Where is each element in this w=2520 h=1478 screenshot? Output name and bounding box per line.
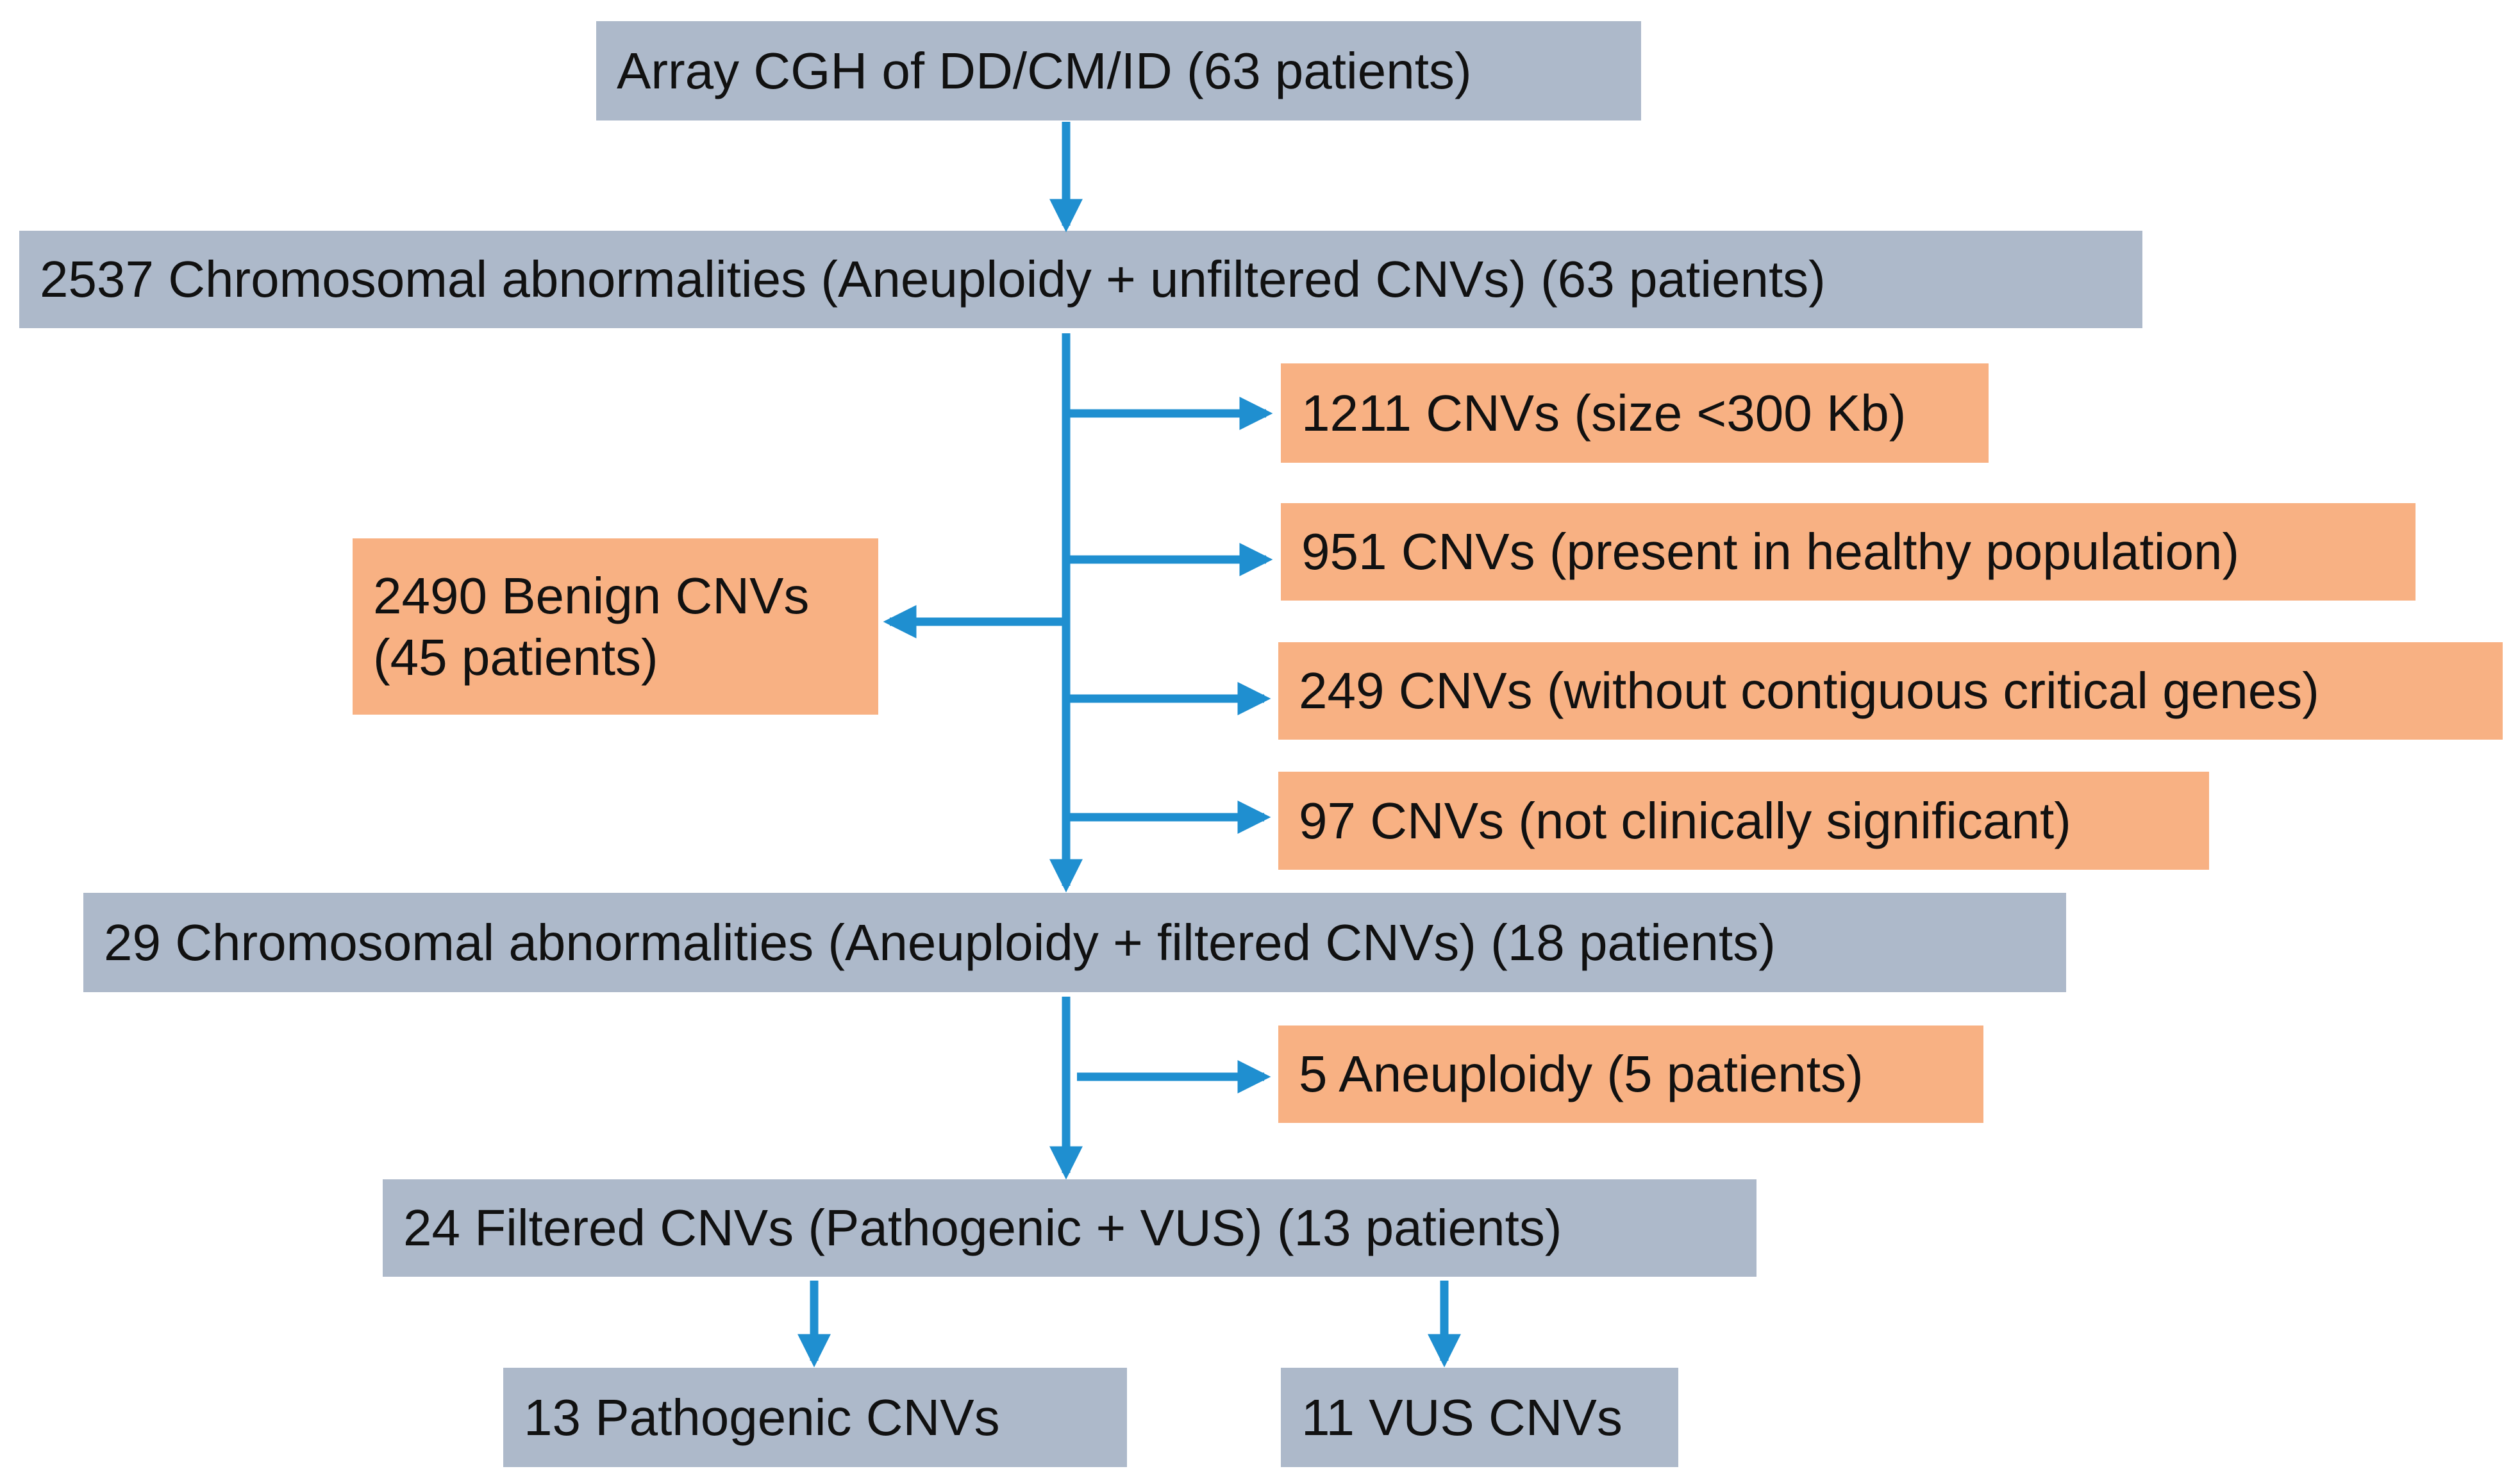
size-filter-box: 1211 CNVs (size <300 Kb) [1281, 363, 1989, 463]
unfiltered-label: 2537 Chromosomal abnormalities (Aneuploi… [40, 251, 1826, 308]
aneuploidy-label: 5 Aneuploidy (5 patients) [1299, 1045, 1864, 1102]
vus-label: 11 VUS CNVs [1301, 1388, 1623, 1446]
benign-box: 2490 Benign CNVs (45 patients) [353, 538, 878, 715]
start-box: Array CGH of DD/CM/ID (63 patients) [596, 21, 1641, 120]
healthy-filter-box: 951 CNVs (present in healthy population) [1281, 503, 2416, 601]
healthy-filter-label: 951 CNVs (present in healthy population) [1301, 523, 2240, 580]
pathogenic-label: 13 Pathogenic CNVs [524, 1388, 1000, 1446]
filtered-label: 29 Chromosomal abnormalities (Aneuploidy… [104, 913, 1776, 971]
benign-label-line1: 2490 Benign CNVs [373, 567, 810, 624]
clinical-filter-box: 97 CNVs (not clinically significant) [1278, 772, 2209, 870]
pathogenic-box: 13 Pathogenic CNVs [503, 1368, 1127, 1467]
aneuploidy-box: 5 Aneuploidy (5 patients) [1278, 1025, 1983, 1123]
clinical-filter-label: 97 CNVs (not clinically significant) [1299, 792, 2071, 849]
benign-label-line2: (45 patients) [373, 628, 658, 686]
vus-box: 11 VUS CNVs [1281, 1368, 1678, 1467]
filtered-cnvs-box: 24 Filtered CNVs (Pathogenic + VUS) (13 … [383, 1179, 1756, 1277]
unfiltered-box: 2537 Chromosomal abnormalities (Aneuploi… [19, 231, 2142, 328]
start-label: Array CGH of DD/CM/ID (63 patients) [617, 42, 1472, 99]
filtered-box: 29 Chromosomal abnormalities (Aneuploidy… [83, 893, 2066, 992]
size-filter-label: 1211 CNVs (size <300 Kb) [1301, 384, 1907, 442]
genes-filter-box: 249 CNVs (without contiguous critical ge… [1278, 642, 2503, 740]
filtered-cnvs-label: 24 Filtered CNVs (Pathogenic + VUS) (13 … [403, 1199, 1562, 1256]
genes-filter-label: 249 CNVs (without contiguous critical ge… [1299, 662, 2319, 719]
